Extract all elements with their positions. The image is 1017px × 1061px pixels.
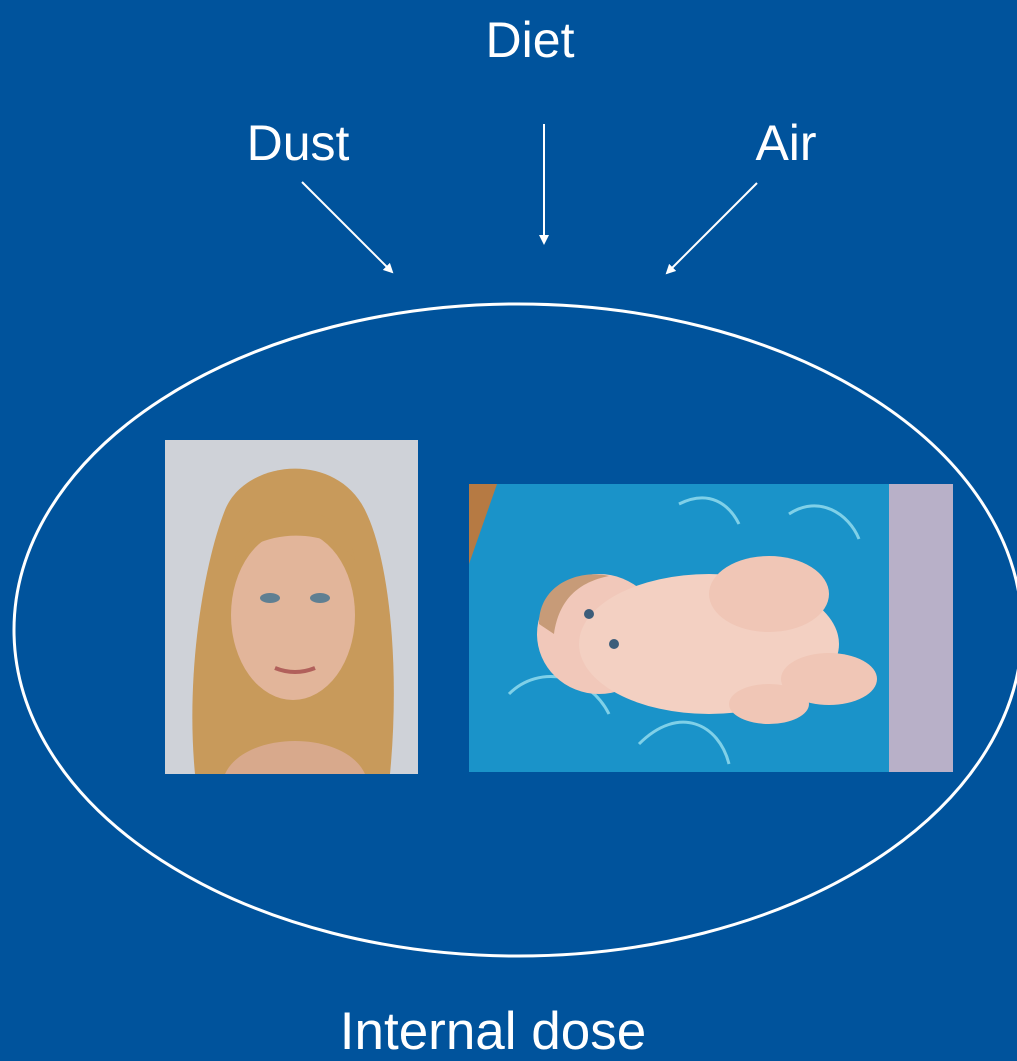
internal-dose-label: Internal dose [340,1005,646,1058]
dust-label: Dust [247,118,350,168]
arrow-air [667,183,757,273]
woman-portrait-photo [165,440,418,774]
arrow-dust [302,182,392,272]
baby-photo [469,484,953,772]
diet-label: Diet [486,15,575,65]
air-label: Air [755,118,816,168]
